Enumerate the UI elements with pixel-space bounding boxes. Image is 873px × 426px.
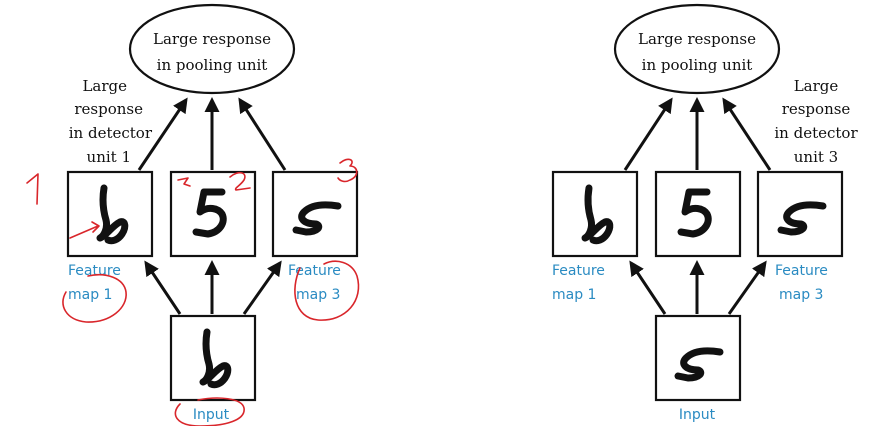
feature-map-1-label-line-2: map 1 [552,287,596,303]
left-panel: Large response in pooling unit Large res… [26,3,360,426]
feature-map-2-box-right [654,170,742,258]
arrow-fm1-to-pool-left [137,97,188,171]
annotation-small-mark [177,177,191,187]
detector-label-left: Large response in detector unit 1 [69,77,153,166]
detector-label-line-2: response [74,100,143,118]
arrow-fm1-to-pool-right [623,97,673,171]
pooling-label-line-1: Large response [153,30,271,48]
detector-label-line-1: Large [794,77,839,95]
input-box-right [654,314,742,402]
feature-map-3-box-right [756,170,844,258]
detector-label-line-2: response [782,100,851,118]
arrow-input-to-fm1-right [629,260,667,315]
feature-map-3-label-line-2: map 3 [296,287,340,303]
pooling-label-line-2: in pooling unit [157,56,268,74]
feature-map-1-label-line-1: Feature [552,263,605,279]
annotation-digit-1 [26,173,39,205]
annotation-digit-3 [337,158,358,183]
input-label-left: Input [193,407,230,423]
detector-label-line-3: in detector [774,124,858,142]
annotation-circle-input [174,397,245,426]
pooling-label-line-2: in pooling unit [642,56,753,74]
pooling-label-line-1: Large response [638,30,756,48]
input-label-right: Input [679,407,716,423]
detector-label-line-1: Large [82,77,127,95]
feature-map-2-box-left [169,170,257,258]
arrow-input-to-fm1-left [144,260,182,315]
annotation-digit-2 [229,171,251,191]
handwritten-annotations [26,158,360,426]
pooling-unit-left: Large response in pooling unit [128,3,296,95]
input-box-left [169,314,257,402]
pooling-unit-right: Large response in pooling unit [613,3,781,95]
arrow-fm3-to-pool-left [238,97,287,171]
annotation-arrow [69,221,100,239]
annotation-circle-map1 [62,274,127,323]
arrow-input-to-fm3-left [242,260,282,315]
feature-map-1-label-line-2: map 1 [68,287,112,303]
detector-label-line-4: unit 1 [87,148,131,166]
feature-map-3-label-line-1: Feature [775,263,828,279]
right-panel: Large response in pooling unit Large res… [551,3,858,423]
feature-map-3-label-line-2: map 3 [779,287,823,303]
feature-map-1-box-right [551,170,639,258]
annotation-circle-map3 [294,260,360,321]
feature-map-1-box-left [66,170,154,258]
arrow-input-to-fm3-right [727,260,767,315]
feature-map-3-label-line-1: Feature [288,263,341,279]
arrow-fm3-to-pool-right [722,97,772,171]
feature-map-3-box-left [271,170,359,258]
detector-label-line-4: unit 3 [794,148,838,166]
detector-label-line-3: in detector [69,124,153,142]
detector-label-right: Large response in detector unit 3 [774,77,858,166]
